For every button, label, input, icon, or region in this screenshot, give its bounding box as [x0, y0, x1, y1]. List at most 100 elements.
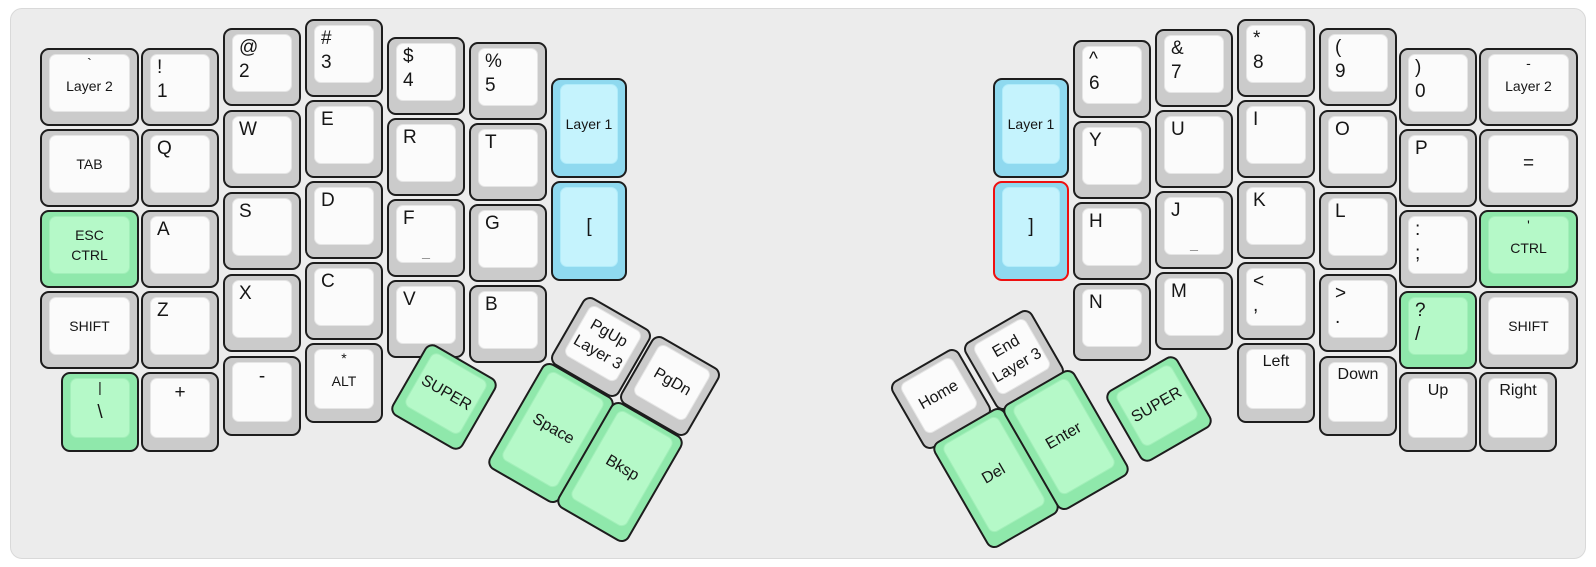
key-paren-9[interactable]: (9	[1319, 28, 1397, 106]
key-shift-left[interactable]: SHIFT	[40, 291, 139, 369]
key-label: 0	[1415, 80, 1426, 102]
key-label: *	[341, 350, 347, 366]
key-super-right[interactable]: SUPER	[1102, 352, 1216, 466]
key-label: $	[403, 46, 414, 67]
keycap-surface: &7	[1164, 35, 1224, 93]
keycap-surface: +	[150, 378, 210, 438]
key-label: E	[321, 109, 334, 130]
key-y[interactable]: Y	[1073, 121, 1151, 199]
key-percent-5[interactable]: %5	[469, 42, 547, 120]
key-t[interactable]: T	[469, 123, 547, 201]
key-shift-right[interactable]: SHIFT	[1479, 291, 1578, 369]
key-label: CTRL	[71, 246, 108, 263]
key-e[interactable]: E	[305, 100, 383, 178]
keycap-surface: M	[1164, 278, 1224, 336]
key-c[interactable]: C	[305, 262, 383, 340]
key-lbracket[interactable]: [	[551, 181, 627, 281]
key-up-arrow[interactable]: Up	[1399, 372, 1477, 452]
key-label: D	[321, 190, 335, 211]
key-h[interactable]: H	[1073, 202, 1151, 280]
key-o[interactable]: O	[1319, 110, 1397, 188]
keycap-surface: U	[1164, 116, 1224, 174]
key-w[interactable]: W	[223, 110, 301, 188]
key-q[interactable]: Q	[141, 129, 219, 207]
key-label: I	[1253, 109, 1259, 130]
key-equals[interactable]: =	[1479, 129, 1578, 207]
key-backtick-layer2[interactable]: `Layer 2	[40, 48, 139, 126]
key-plus[interactable]: +	[141, 372, 219, 452]
key-i[interactable]: I	[1237, 100, 1315, 178]
key-label: ,	[1253, 294, 1259, 316]
key-label: 7	[1171, 61, 1182, 83]
key-r[interactable]: R	[387, 118, 465, 196]
key-rbracket[interactable]: ]	[993, 181, 1069, 281]
keycap-surface: Layer 1	[560, 84, 618, 164]
key-layer1-right[interactable]: Layer 1	[993, 78, 1069, 178]
key-down-arrow[interactable]: Down	[1319, 356, 1397, 436]
key-label: 4	[403, 69, 414, 91]
key-asterisk-8[interactable]: *8	[1237, 19, 1315, 97]
keycap-surface: @2	[232, 34, 292, 92]
keycap-surface: G	[478, 210, 538, 268]
keycap-surface: A	[150, 216, 210, 274]
key-lessthan-comma[interactable]: <,	[1237, 262, 1315, 340]
key-label: 5	[485, 74, 496, 96]
key-label: TAB	[76, 155, 103, 172]
keycap-surface: Q	[150, 135, 210, 193]
keycap-surface: E	[314, 106, 374, 164]
key-question-slash[interactable]: ?/	[1399, 291, 1477, 369]
key-exclam-1[interactable]: !1	[141, 48, 219, 126]
key-quote-ctrl[interactable]: 'CTRL	[1479, 210, 1578, 288]
key-tab[interactable]: TAB	[40, 129, 139, 207]
key-label: 2	[239, 60, 250, 82]
key-colon-semicolon[interactable]: :;	[1399, 210, 1477, 288]
key-label: G	[485, 213, 500, 234]
key-left-arrow[interactable]: Left	[1237, 343, 1315, 423]
keycap-surface: T	[478, 129, 538, 187]
key-right-arrow[interactable]: Right	[1479, 372, 1557, 452]
key-s[interactable]: S	[223, 192, 301, 270]
key-dollar-4[interactable]: $4	[387, 37, 465, 115]
key-label: T	[485, 132, 497, 153]
keycap-surface: I	[1246, 106, 1306, 164]
key-at-2[interactable]: @2	[223, 28, 301, 106]
key-d[interactable]: D	[305, 181, 383, 259]
key-paren-0[interactable]: )0	[1399, 48, 1477, 126]
key-j[interactable]: J_	[1155, 191, 1233, 269]
key-g[interactable]: G	[469, 204, 547, 282]
key-k[interactable]: K	[1237, 181, 1315, 259]
key-ampersand-7[interactable]: &7	[1155, 29, 1233, 107]
key-greaterthan-period[interactable]: >.	[1319, 274, 1397, 352]
key-x[interactable]: X	[223, 274, 301, 352]
key-minus[interactable]: -	[223, 356, 301, 436]
key-m[interactable]: M	[1155, 272, 1233, 350]
key-minus-layer2[interactable]: -Layer 2	[1479, 48, 1578, 126]
key-l[interactable]: L	[1319, 192, 1397, 270]
key-u[interactable]: U	[1155, 110, 1233, 188]
key-asterisk-alt[interactable]: * ALT	[305, 343, 383, 423]
key-pipe-backslash[interactable]: |\	[61, 372, 139, 452]
key-b[interactable]: B	[469, 285, 547, 363]
key-label: S	[239, 201, 252, 222]
key-label: 6	[1089, 72, 1100, 94]
key-a[interactable]: A	[141, 210, 219, 288]
key-label: Right	[1499, 382, 1537, 399]
key-caret-6[interactable]: ^6	[1073, 40, 1151, 118]
key-p[interactable]: P	[1399, 129, 1477, 207]
key-label: Home	[915, 376, 962, 413]
key-label: ALT	[331, 373, 357, 390]
key-hash-3[interactable]: #3	[305, 19, 383, 97]
keycap-surface: Z	[150, 297, 210, 355]
key-label: /	[1415, 323, 1421, 345]
keycap-surface: ^6	[1082, 46, 1142, 104]
key-f[interactable]: F_	[387, 199, 465, 277]
key-n[interactable]: N	[1073, 283, 1151, 361]
key-label: '	[1527, 217, 1530, 233]
key-layer1-left[interactable]: Layer 1	[551, 78, 627, 178]
key-label: X	[239, 283, 252, 304]
key-z[interactable]: Z	[141, 291, 219, 369]
